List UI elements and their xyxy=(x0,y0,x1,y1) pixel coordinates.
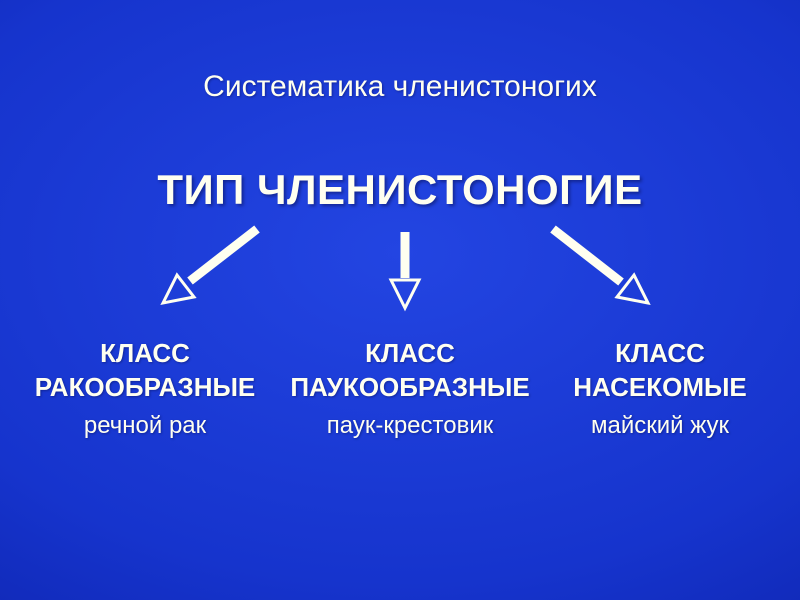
class-label: КЛАСС xyxy=(615,338,705,368)
arrow-down-left-icon xyxy=(160,225,260,306)
class-label: КЛАСС xyxy=(100,338,190,368)
class-name: ПАУКООБРАЗНЫЕ xyxy=(290,372,530,402)
class-example: речной рак xyxy=(83,412,207,439)
arrow-down-icon xyxy=(388,232,422,312)
class-label: КЛАСС xyxy=(365,338,455,368)
class-example: паук-крестовик xyxy=(326,412,494,439)
phylum-heading: ТИП ЧЛЕНИСТОНОГИЕ xyxy=(157,166,643,213)
class-name: РАКООБРАЗНЫЕ xyxy=(34,372,256,402)
arrow-down-right-icon xyxy=(550,225,651,306)
slide-title: Систематика членистоногих xyxy=(203,70,597,103)
class-name: НАСЕКОМЫЕ xyxy=(573,372,747,402)
branch-arachnids: КЛАСС ПАУКООБРАЗНЫЕ паук-крестовик xyxy=(272,336,548,442)
class-example: майский жук xyxy=(590,412,730,439)
branch-insects: КЛАСС НАСЕКОМЫЕ майский жук xyxy=(530,336,790,442)
branch-crustaceans: КЛАСС РАКООБРАЗНЫЕ речной рак xyxy=(15,336,275,442)
